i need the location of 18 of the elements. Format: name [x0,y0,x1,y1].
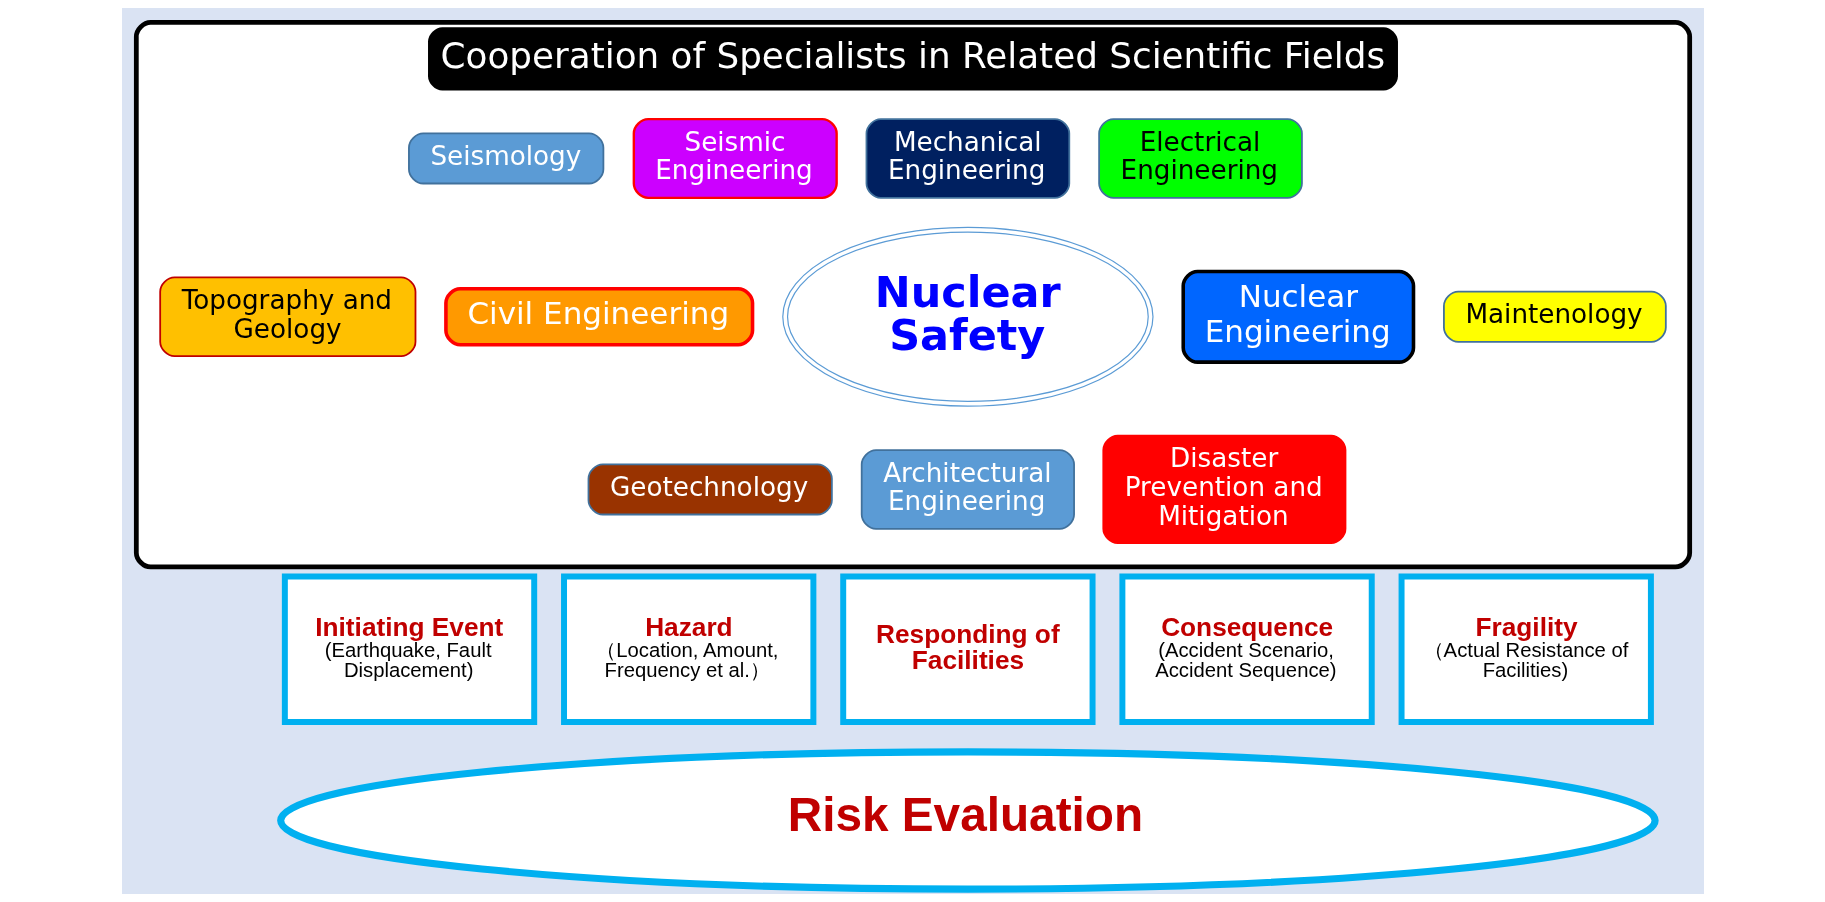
node-box: Hazard （Location, Amount, Frequency et al.） [560,573,816,726]
node-box: Fragility （Actual Resistance of Facilities) [1398,573,1654,726]
node-box: Seismology [407,132,604,185]
node-box: Seismic Engineering [632,117,838,199]
node-ellipse: Nuclear Safety [781,226,1154,407]
node-box: Disaster Prevention and Mitigation [1101,434,1346,544]
node-box: Mechanical Engineering [865,118,1070,199]
node-ellipse: Risk Evaluation [276,748,1659,893]
node-box: Geotechnology [587,463,833,516]
node-box: Civil Engineering [443,286,754,347]
node-box: Topography and Geology [158,276,416,358]
node-box: Architectural Engineering [860,449,1075,530]
node-box: Responding of Facilities [839,573,1096,726]
node-box: Initiating Event (Earthquake, Fault Displacement) [281,573,537,726]
node-box: Consequence (Accident Scenario, Accident Sequence) [1118,573,1375,726]
node-box: Maintenology [1442,290,1667,343]
node-box: Electrical Engineering [1097,118,1303,199]
node-box: Nuclear Engineering [1180,269,1415,364]
